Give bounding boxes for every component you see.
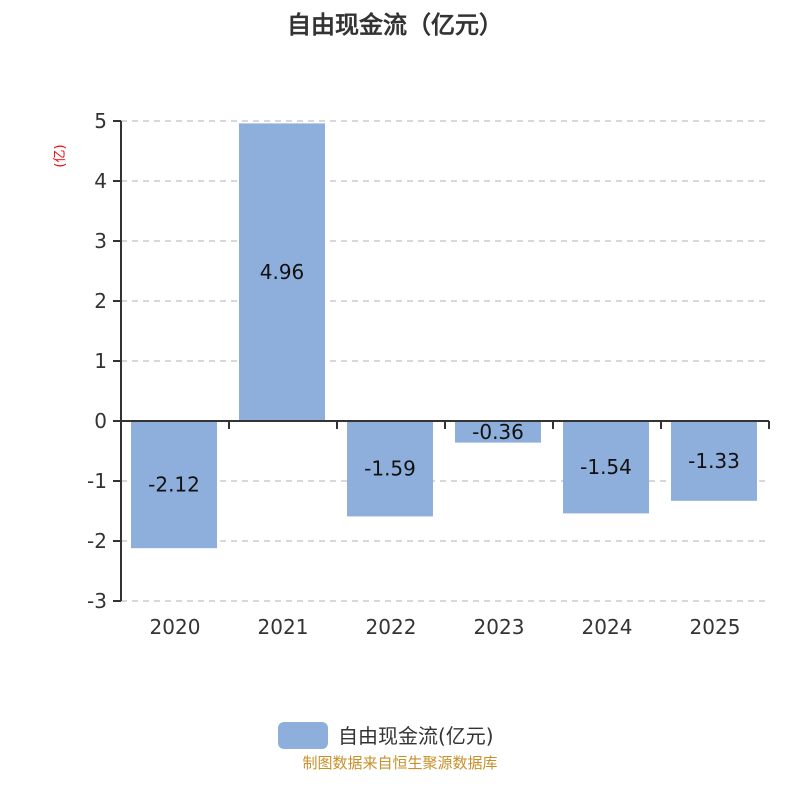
y-tick-label: 5 xyxy=(94,109,107,133)
x-tick-label: 2020 xyxy=(150,615,201,639)
y-tick-label: -3 xyxy=(87,589,107,613)
data-label-2020: -2.12 xyxy=(148,473,200,497)
data-label-2024: -1.54 xyxy=(580,455,632,479)
x-tick-label: 2024 xyxy=(582,615,633,639)
bar-2021 xyxy=(239,123,325,422)
x-tick-label: 2022 xyxy=(366,615,417,639)
data-label-2022: -1.59 xyxy=(364,457,416,481)
x-tick-label: 2021 xyxy=(258,615,309,639)
legend-swatch xyxy=(278,722,328,749)
data-label-2023: -0.36 xyxy=(472,420,524,444)
bar-2025 xyxy=(671,421,757,501)
y-tick-label: 2 xyxy=(94,289,107,313)
y-tick-label: -2 xyxy=(87,529,107,553)
x-tick-label: 2025 xyxy=(690,615,741,639)
y-tick-label: 4 xyxy=(94,169,107,193)
y-tick-label: -1 xyxy=(87,469,107,493)
bar-2022 xyxy=(347,421,433,517)
legend-label[interactable]: 自由现金流(亿元) xyxy=(338,724,494,748)
y-tick-label: 3 xyxy=(94,229,107,253)
data-label-2021: 4.96 xyxy=(260,260,305,284)
bar-2020 xyxy=(131,421,217,549)
bar-2024 xyxy=(563,421,649,514)
y-axis-label: (亿) xyxy=(53,144,68,167)
chart-title: 自由现金流（亿元） xyxy=(287,11,503,39)
source-note: 制图数据来自恒生聚源数据库 xyxy=(302,754,497,772)
x-tick-label: 2023 xyxy=(474,615,525,639)
bar-2023 xyxy=(455,421,541,443)
y-tick-label: 1 xyxy=(94,349,107,373)
data-label-2025: -1.33 xyxy=(688,449,740,473)
y-tick-label: 0 xyxy=(94,409,107,433)
